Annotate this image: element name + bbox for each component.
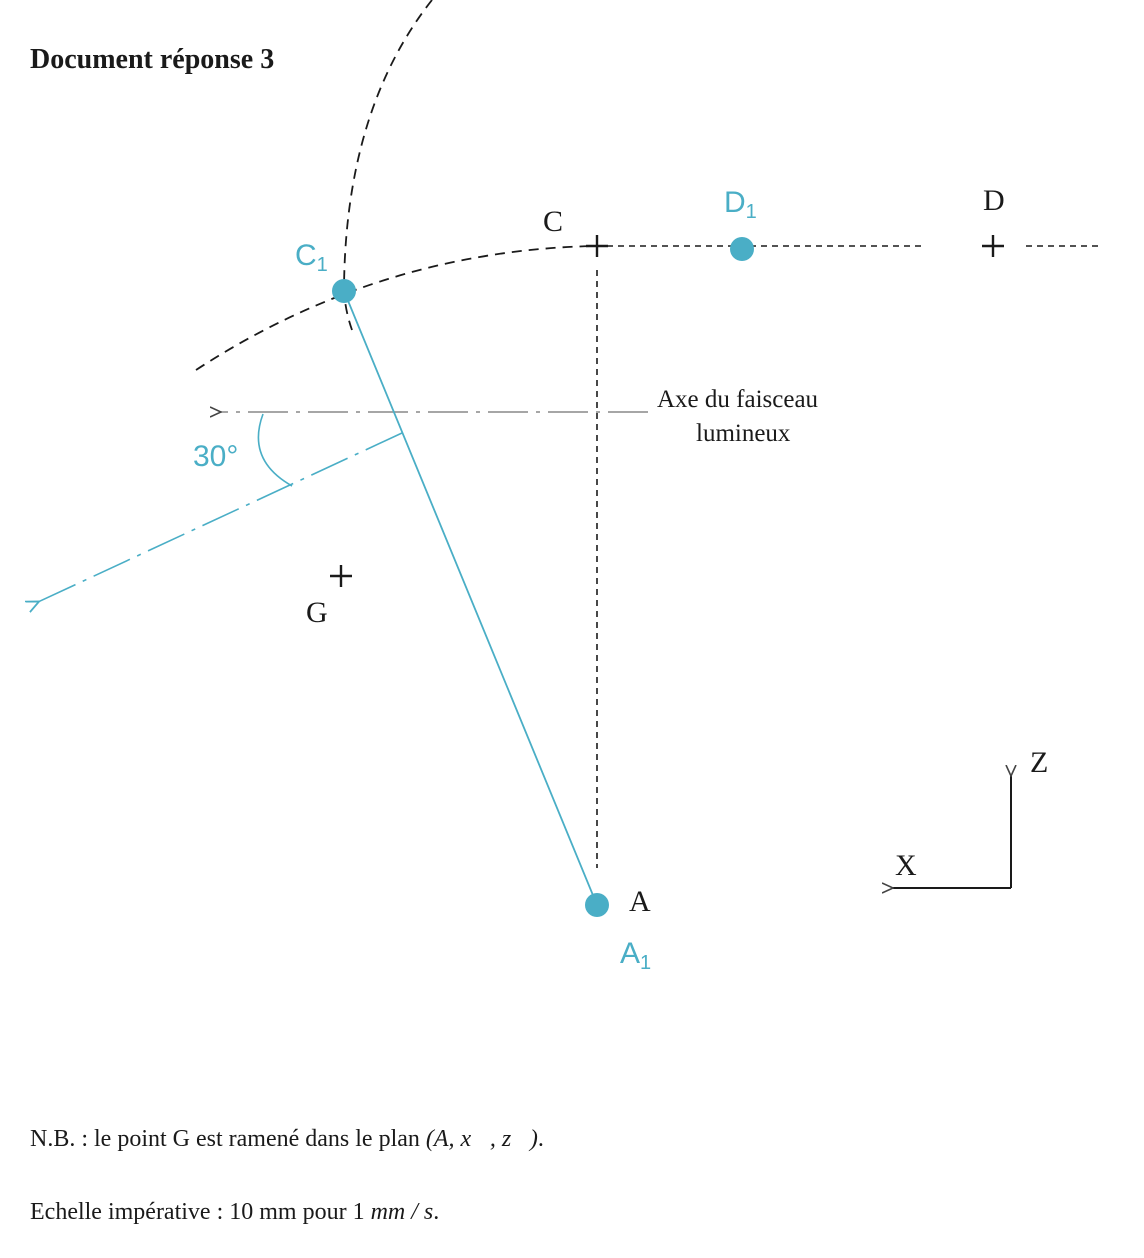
label-a1: A1 — [620, 937, 651, 974]
label-c1: C1 — [295, 239, 328, 276]
label-g: G — [306, 596, 328, 629]
label-d: D — [983, 184, 1005, 217]
note-nb-suffix: . — [537, 1126, 544, 1152]
angle-arc-30 — [257, 413, 293, 487]
note-nb-formula: (A, x⃗, z⃗) — [425, 1126, 538, 1152]
point-c1-dot — [332, 279, 356, 303]
label-a: A — [629, 885, 651, 918]
page-title: Document réponse 3 — [30, 44, 275, 75]
label-axis-z: Z — [1030, 746, 1048, 779]
note-scale-prefix: Echelle impérative : 10 mm pour 1 — [30, 1199, 365, 1225]
note-nb-prefix: N.B. : le point G est ramené dans le pla… — [30, 1126, 420, 1152]
point-c-cross — [586, 235, 608, 257]
label-axis-x: X — [895, 849, 917, 882]
note-nb: N.B. : le point G est ramené dans le pla… — [30, 1126, 544, 1153]
label-beam-axis-line2: lumineux — [696, 420, 791, 447]
note-scale-unit: mm / s — [370, 1199, 434, 1225]
point-d-cross — [982, 235, 1004, 257]
label-beam-axis-line1: Axe du faisceau — [657, 386, 819, 413]
rotated-beam-axis — [38, 432, 403, 602]
note-scale: Echelle impérative : 10 mm pour 1 mm / s… — [30, 1199, 439, 1226]
point-d1-dot — [730, 237, 754, 261]
arc-large — [343, 0, 433, 331]
segment-c1-a1 — [343, 290, 598, 906]
label-angle-30: 30° — [193, 440, 238, 473]
label-c: C — [543, 205, 563, 238]
arc-c-to-c1 — [195, 245, 597, 371]
label-d1: D1 — [724, 186, 757, 223]
point-g-cross — [330, 565, 352, 587]
note-scale-suffix: . — [433, 1199, 440, 1225]
point-a1-dot — [585, 893, 609, 917]
